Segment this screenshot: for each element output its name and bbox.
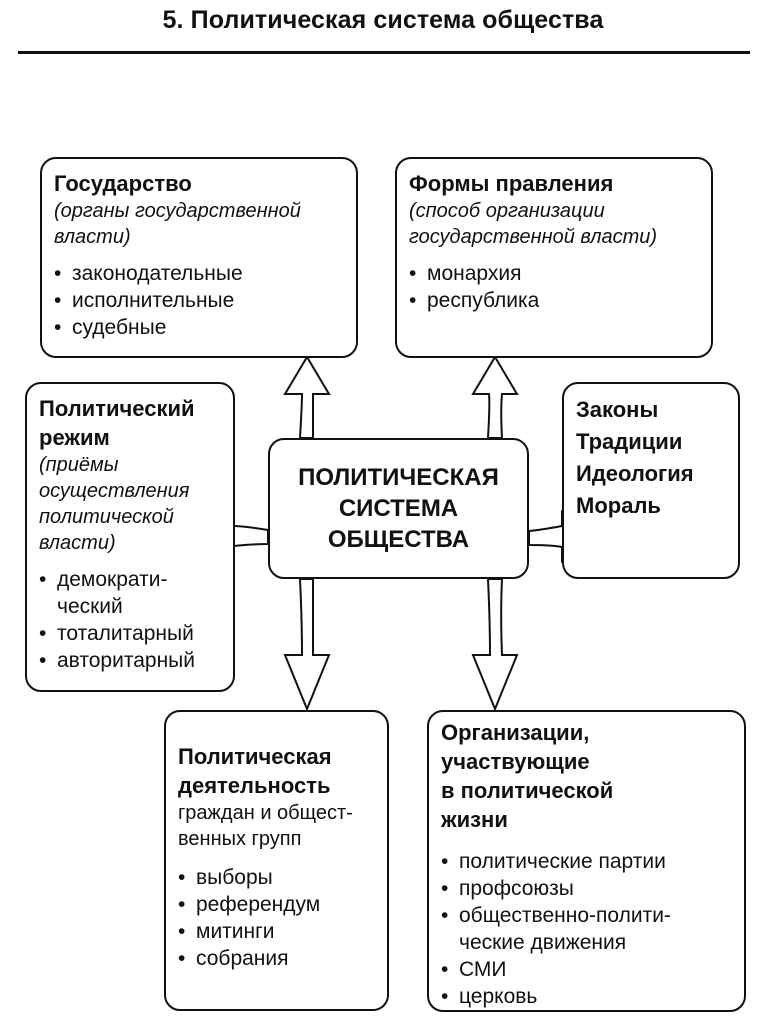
page-title: 5. Политическая система общества — [162, 6, 604, 34]
state-list: законодательные исполнительные судебные — [54, 260, 344, 341]
forms-subtitle-line: (способ организации — [409, 200, 605, 222]
norms-line: Традиции — [576, 429, 683, 454]
regime-subtitle-line: власти) — [39, 532, 116, 554]
regime-subtitle-line: политической — [39, 506, 174, 528]
organizations-heading-line: в политической — [441, 778, 614, 803]
title-rule — [18, 51, 750, 54]
list-item: авторитарный — [39, 647, 227, 674]
regime-heading-line: Политический — [39, 396, 195, 421]
political-regime-box: Политический режим (приёмы осуществления… — [25, 382, 235, 692]
list-item: демократи- ческий — [39, 566, 227, 620]
center-line: СИСТЕМА — [338, 495, 459, 522]
list-item-line: ческие движения — [459, 931, 627, 954]
list-item-line: ческий — [57, 595, 123, 618]
activity-subtitle-line: граждан и общест- — [178, 802, 353, 824]
state-box: Государство (органы государственной влас… — [40, 157, 358, 358]
center-line: ОБЩЕСТВА — [327, 526, 470, 553]
regime-subtitle-line: (приёмы — [39, 454, 119, 476]
organizations-list: политические партии профсоюзы общественн… — [441, 848, 732, 1010]
forms-list: монархия республика — [409, 260, 699, 314]
list-item: митинги — [178, 918, 375, 945]
regime-list: демократи- ческий тоталитарный авторитар… — [39, 566, 227, 674]
norms-line: Законы — [576, 397, 659, 422]
arrow-down-to-activity — [283, 578, 331, 712]
forms-heading: Формы правления — [409, 171, 614, 196]
list-item: тоталитарный — [39, 620, 227, 647]
list-item: общественно-полити- ческие движения — [441, 902, 732, 956]
political-activity-box: Политическая деятельность граждан и обще… — [164, 710, 389, 1011]
norms-box: Законы Традиции Идеология Мораль — [562, 382, 740, 579]
regime-heading-line: режим — [39, 425, 110, 450]
norms-line: Мораль — [576, 493, 661, 518]
organizations-box: Организации, участвующие в политической … — [427, 710, 746, 1012]
central-node: ПОЛИТИЧЕСКАЯ СИСТЕМА ОБЩЕСТВА — [268, 438, 529, 579]
state-heading: Государство — [54, 171, 192, 196]
activity-heading-line: деятельность — [178, 773, 331, 798]
organizations-heading-line: жизни — [441, 807, 508, 832]
list-item: собрания — [178, 945, 375, 972]
list-item: исполнительные — [54, 287, 344, 314]
list-item: республика — [409, 287, 699, 314]
list-item-line: демократи- — [57, 568, 168, 591]
list-item: монархия — [409, 260, 699, 287]
arrow-up-to-state — [283, 355, 331, 439]
list-item-line: общественно-полити- — [459, 904, 671, 927]
list-item: профсоюзы — [441, 875, 732, 902]
list-item: выборы — [178, 864, 375, 891]
forms-subtitle-line: государственной власти) — [409, 226, 658, 248]
activity-list: выборы референдум митинги собрания — [178, 864, 375, 972]
arrow-down-to-organizations — [471, 578, 519, 712]
center-line: ПОЛИТИЧЕСКАЯ — [298, 464, 499, 491]
state-subtitle: (органы государственной власти) — [54, 200, 301, 248]
list-item: СМИ — [441, 956, 732, 983]
activity-heading-line: Политическая — [178, 744, 332, 769]
organizations-heading-line: Организации, — [441, 720, 590, 745]
forms-of-government-box: Формы правления (способ организации госу… — [395, 157, 713, 358]
regime-subtitle-line: осуществления — [39, 480, 190, 502]
list-item: политические партии — [441, 848, 732, 875]
norms-line: Идеология — [576, 461, 694, 486]
organizations-heading-line: участвующие — [441, 749, 590, 774]
list-item: судебные — [54, 314, 344, 341]
list-item: законодательные — [54, 260, 344, 287]
list-item: референдум — [178, 891, 375, 918]
list-item: церковь — [441, 983, 732, 1010]
arrow-up-to-forms — [471, 355, 519, 439]
activity-subtitle-line: венных групп — [178, 828, 302, 850]
